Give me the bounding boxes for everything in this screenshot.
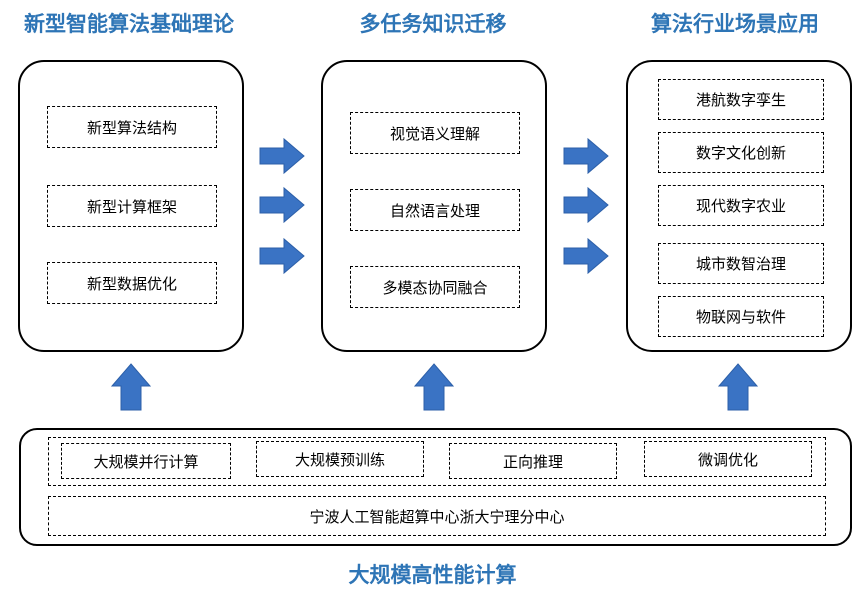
computing-item: 大规模预训练 bbox=[256, 441, 424, 477]
transfer-item: 视觉语义理解 bbox=[350, 112, 520, 154]
theory-item: 新型算法结构 bbox=[47, 106, 217, 148]
right-arrow-icon bbox=[259, 186, 305, 224]
computing-center: 宁波人工智能超算中心浙大宁理分中心 bbox=[48, 496, 826, 536]
right-arrow-icon bbox=[259, 137, 305, 175]
application-item: 城市数智治理 bbox=[658, 243, 824, 284]
application-item: 现代数字农业 bbox=[658, 185, 824, 226]
up-arrow-icon bbox=[413, 363, 455, 411]
theory-panel: 新型算法结构 新型计算框架 新型数据优化 bbox=[18, 60, 244, 352]
computing-panel: 大规模并行计算 大规模预训练 正向推理 微调优化 宁波人工智能超算中心浙大宁理分… bbox=[19, 428, 852, 546]
transfer-panel: 视觉语义理解 自然语言处理 多模态协同融合 bbox=[321, 60, 547, 352]
up-arrow-icon bbox=[717, 363, 759, 411]
application-title: 算法行业场景应用 bbox=[651, 12, 819, 36]
application-item: 港航数字孪生 bbox=[658, 79, 824, 120]
computing-title: 大规模高性能计算 bbox=[348, 563, 517, 587]
application-item: 物联网与软件 bbox=[658, 296, 824, 337]
theory-title: 新型智能算法基础理论 bbox=[24, 12, 234, 36]
up-arrow-icon bbox=[110, 363, 152, 411]
transfer-item: 自然语言处理 bbox=[350, 189, 520, 231]
application-item: 数字文化创新 bbox=[658, 132, 824, 173]
computing-item: 微调优化 bbox=[644, 441, 812, 477]
right-arrow-icon bbox=[563, 186, 609, 224]
transfer-title: 多任务知识迁移 bbox=[359, 12, 507, 36]
theory-item: 新型数据优化 bbox=[47, 262, 217, 304]
application-panel: 港航数字孪生 数字文化创新 现代数字农业 城市数智治理 物联网与软件 bbox=[626, 60, 852, 352]
computing-items-group: 大规模并行计算 大规模预训练 正向推理 微调优化 bbox=[48, 437, 826, 486]
computing-item: 大规模并行计算 bbox=[61, 443, 231, 479]
right-arrow-icon bbox=[563, 237, 609, 275]
transfer-item: 多模态协同融合 bbox=[350, 266, 520, 308]
computing-item: 正向推理 bbox=[449, 443, 617, 479]
right-arrow-icon bbox=[259, 237, 305, 275]
right-arrow-icon bbox=[563, 137, 609, 175]
theory-item: 新型计算框架 bbox=[47, 185, 217, 227]
